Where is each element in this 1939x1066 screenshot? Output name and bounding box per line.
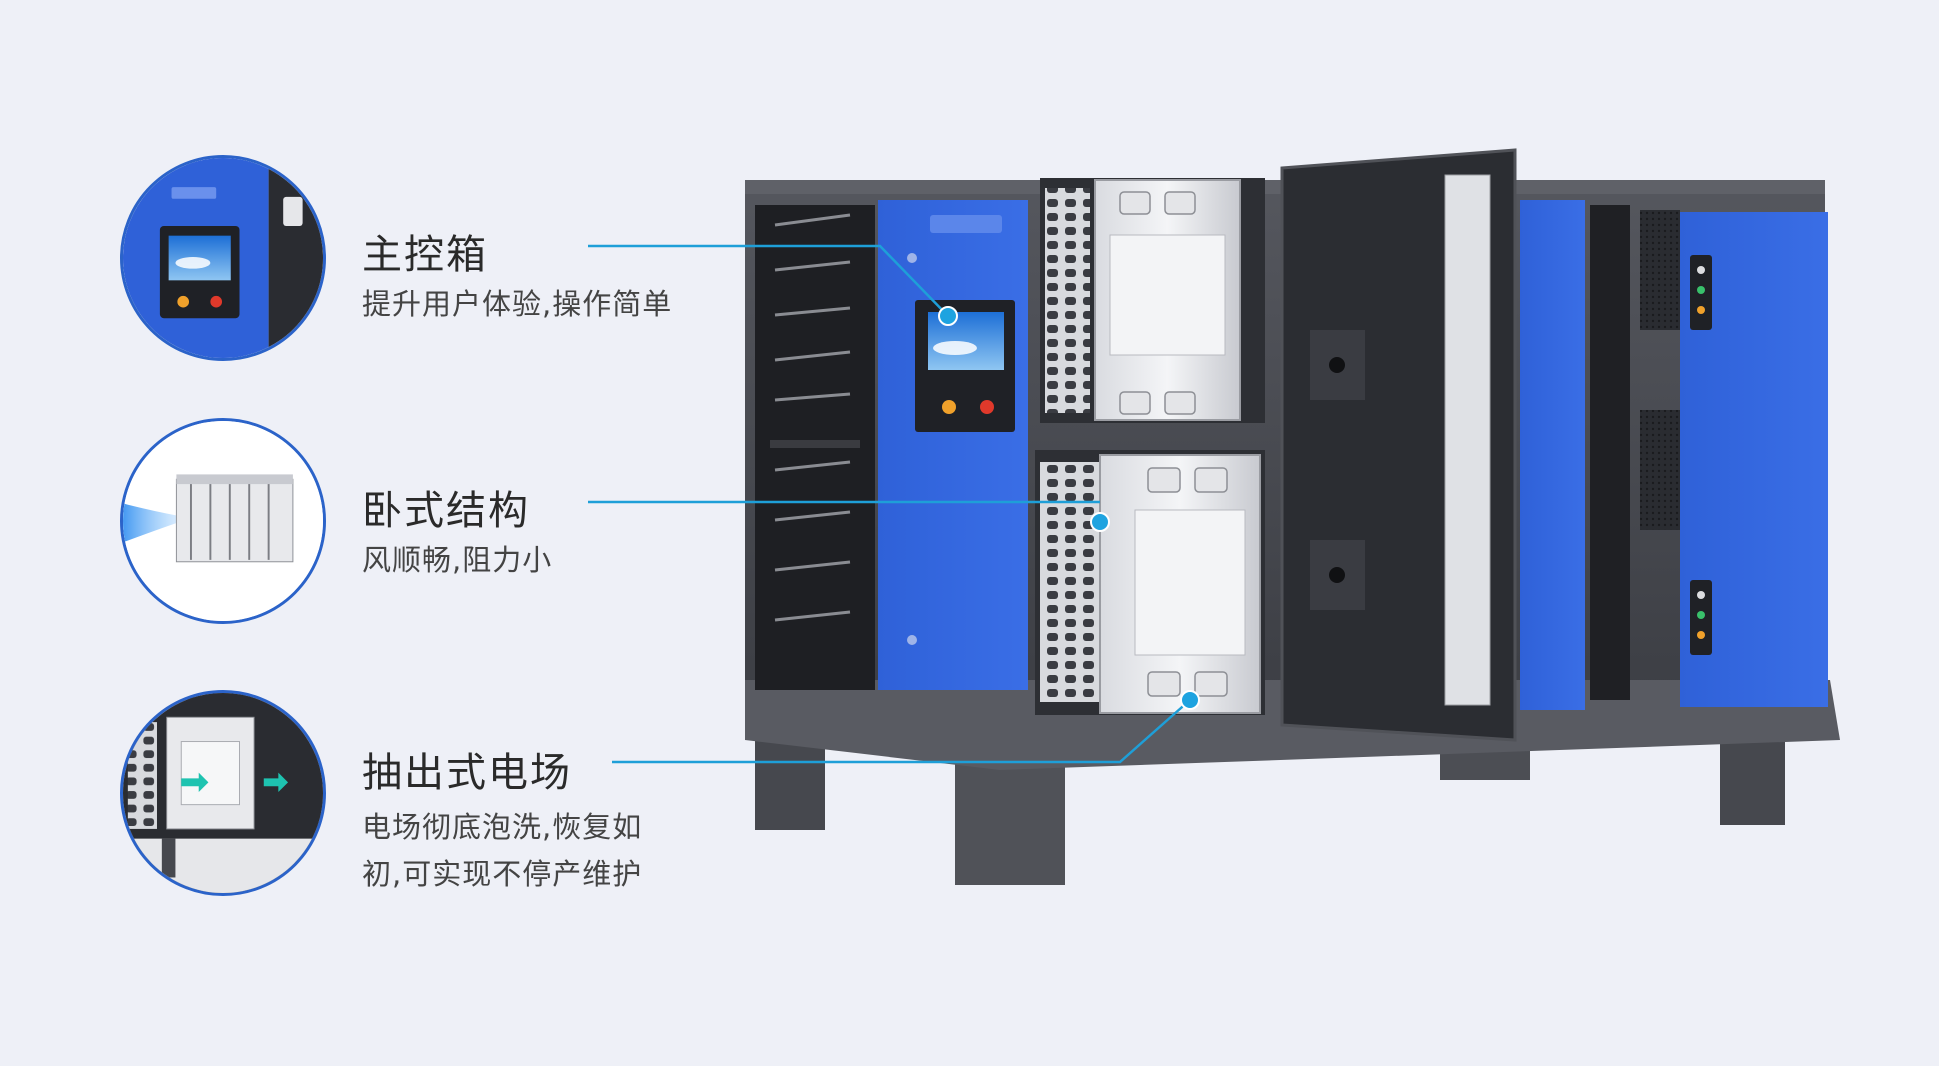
electric-field-cell-upper xyxy=(1094,179,1241,421)
fan-grille xyxy=(1640,210,1680,330)
ionizer-grid xyxy=(1040,462,1100,702)
power-supply-door xyxy=(1680,212,1828,707)
feature-desc-drawer-electric-field-line2: 初,可实现不停产维护 xyxy=(362,857,643,891)
feature-desc-horizontal-structure: 风顺畅,阻力小 xyxy=(362,543,553,577)
drawer-electric-field-thumbnail-icon xyxy=(123,693,323,893)
control-screen-housing xyxy=(915,300,1015,432)
control-box-thumbnail-icon xyxy=(123,158,323,358)
feature-desc-drawer-electric-field-line1: 电场彻底泡洗,恢复如 xyxy=(362,810,643,844)
fan-grille xyxy=(1640,410,1680,530)
brand-logo xyxy=(930,215,1002,233)
ionizer-grid xyxy=(1045,188,1090,413)
feature-title-horizontal-structure: 卧式结构 xyxy=(362,488,530,534)
feature-title-control-box: 主控箱 xyxy=(362,232,488,278)
machine-leg xyxy=(955,710,1065,885)
machine-leg xyxy=(755,700,825,830)
feature-title-drawer-electric-field: 抽出式电场 xyxy=(362,750,572,796)
horizontal-structure-thumbnail-icon xyxy=(123,421,323,621)
callout-dot-structure xyxy=(1090,512,1110,532)
feature-thumbnail-control-box xyxy=(120,155,326,361)
machine-frame xyxy=(745,180,1825,710)
open-access-door xyxy=(1280,148,1517,742)
machine-leg xyxy=(1440,700,1530,780)
feature-thumbnail-drawer-electric-field xyxy=(120,690,326,896)
door-latch xyxy=(1310,540,1365,610)
side-panel xyxy=(1520,200,1585,710)
callout-lines xyxy=(588,244,1191,764)
control-panel-door xyxy=(878,200,1028,690)
control-screen xyxy=(928,312,1004,370)
callout-dot-electric-field xyxy=(1180,690,1200,710)
electric-field-cell-lower xyxy=(1099,454,1261,714)
feature-thumbnail-horizontal-structure xyxy=(120,418,326,624)
start-button xyxy=(942,400,956,414)
door-latch xyxy=(1310,330,1365,400)
machine-leg xyxy=(1720,700,1785,825)
stop-button xyxy=(980,400,994,414)
callout-dot-control-box xyxy=(938,306,958,326)
feature-desc-control-box: 提升用户体验,操作简单 xyxy=(362,287,673,321)
door-seal xyxy=(1444,174,1491,706)
machine-base xyxy=(745,680,1840,770)
